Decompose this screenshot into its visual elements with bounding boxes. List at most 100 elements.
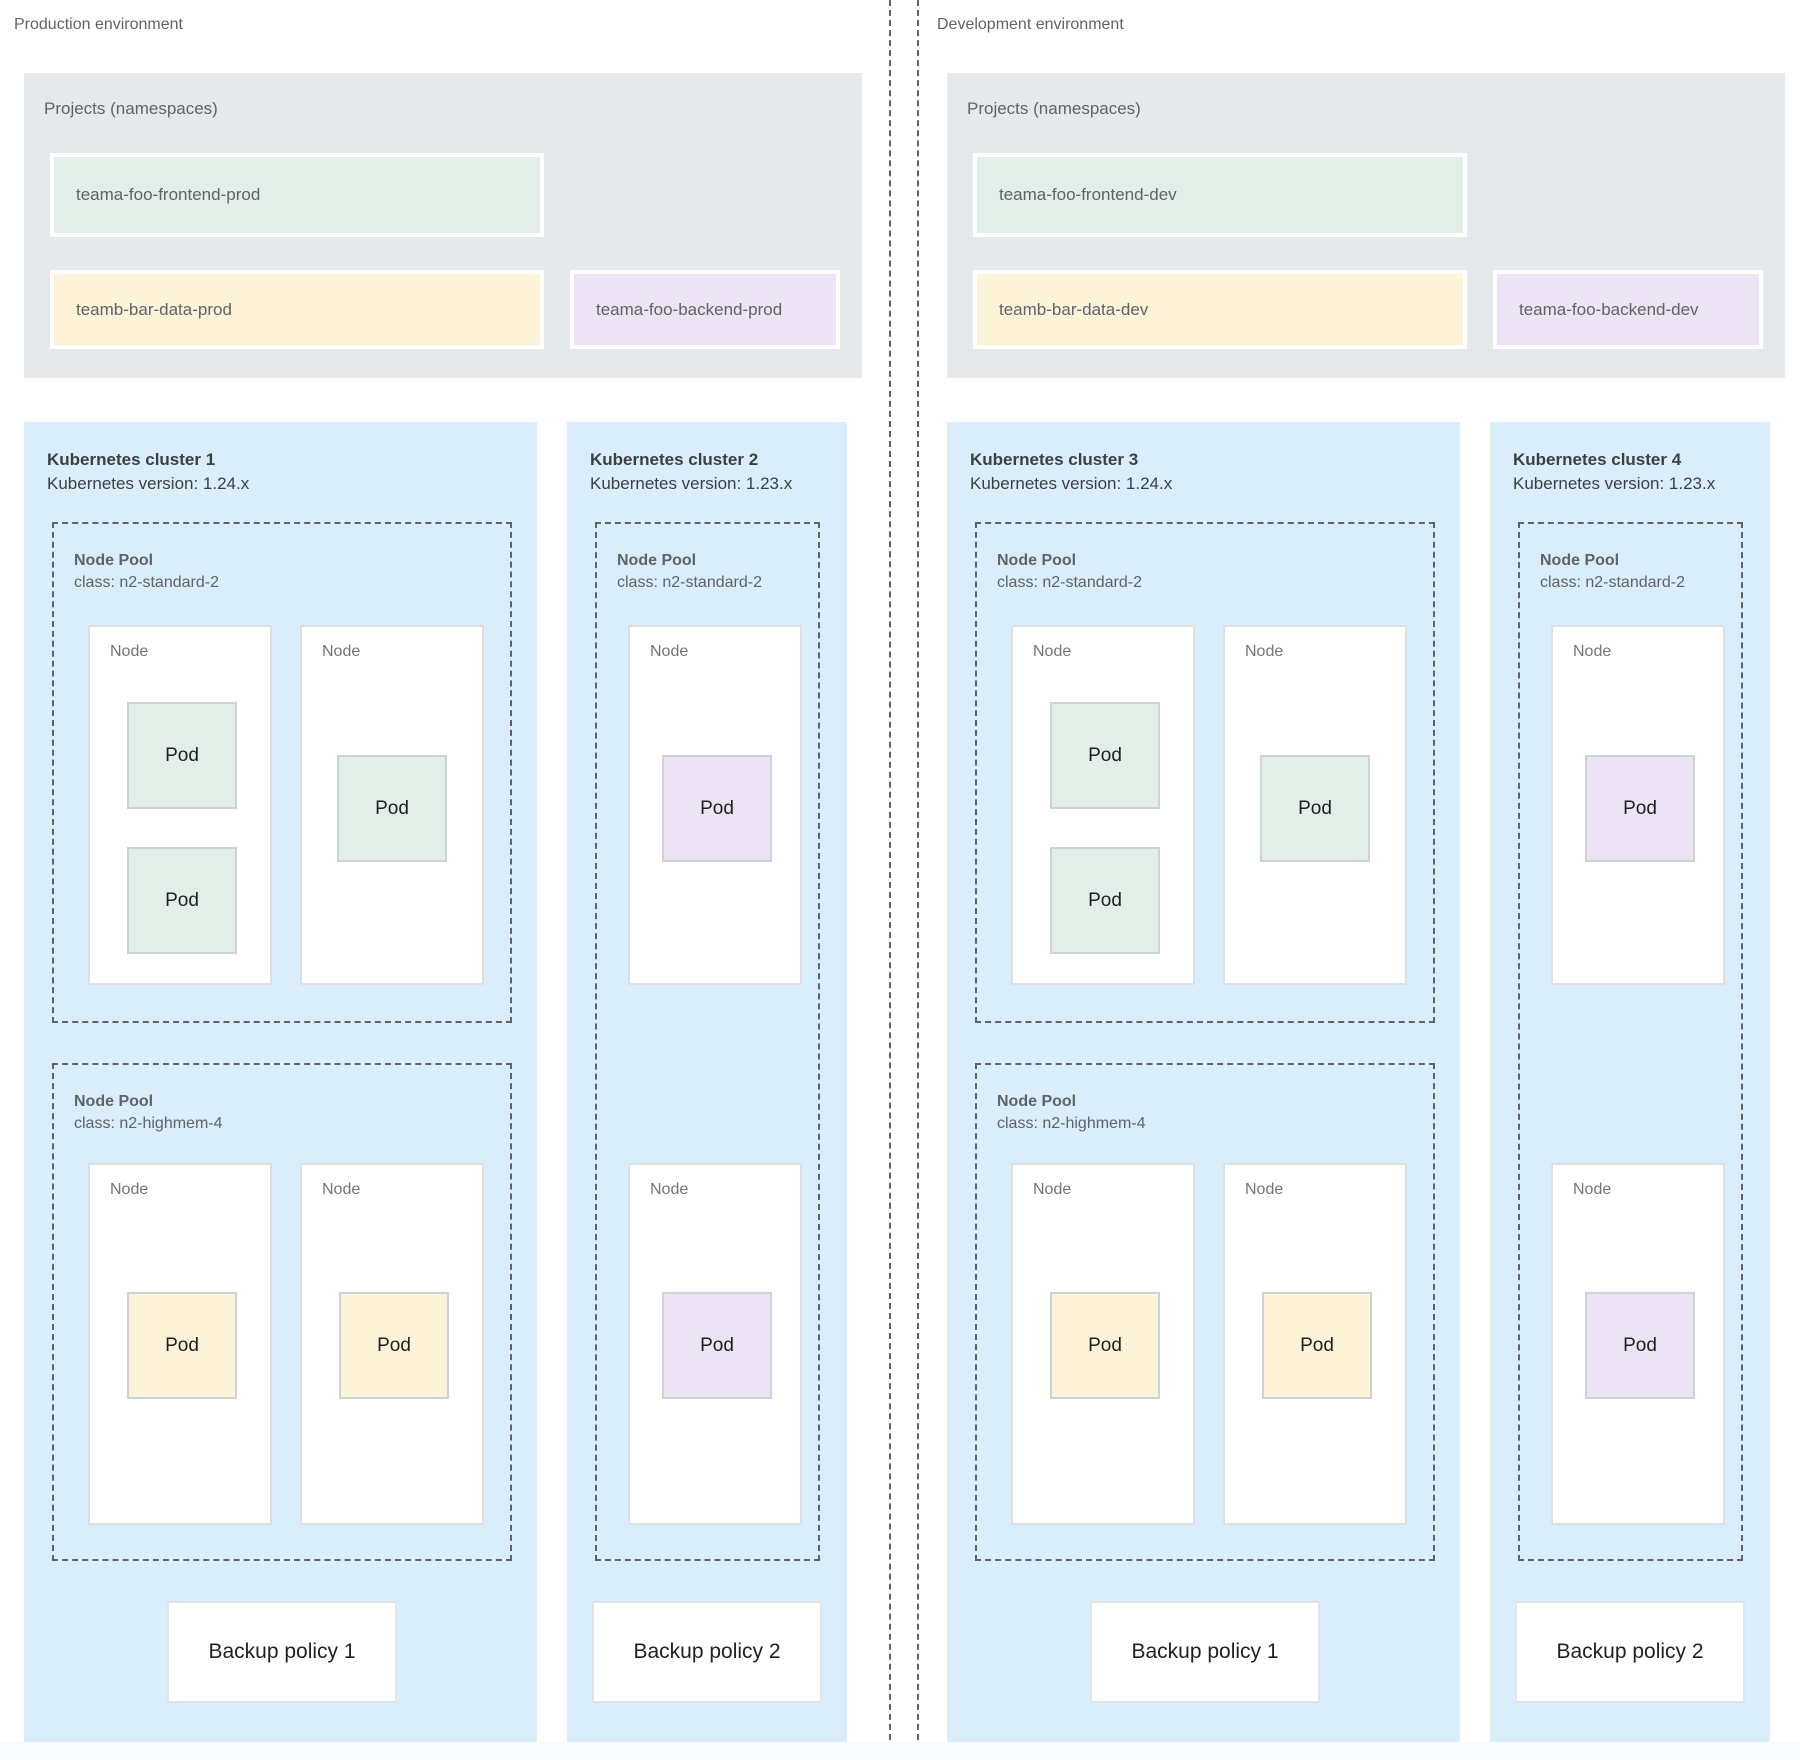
pod: Pod: [1050, 847, 1160, 954]
node-pool-title: Node Pool: [74, 1093, 154, 1110]
environment-title: Production environment: [14, 16, 183, 33]
cluster-title: Kubernetes cluster 3 Kubernetes version:…: [970, 448, 1172, 496]
pod-label: Pod: [165, 744, 199, 766]
node-label: Node: [1573, 643, 1612, 660]
node: Node Pod: [628, 1163, 802, 1525]
node-pool-title: Node Pool: [617, 552, 697, 569]
namespace-teama-foo-backend-dev: teama-foo-backend-dev: [1493, 270, 1763, 349]
node-pool-class: class: n2-standard-2: [617, 574, 762, 591]
projects-label: Projects (namespaces): [967, 99, 1141, 118]
projects-namespaces-container: Projects (namespaces) teama-foo-frontend…: [947, 73, 1785, 378]
cluster-version: Kubernetes version: 1.24.x: [970, 474, 1173, 493]
pod: Pod: [662, 755, 772, 862]
namespace-label: teamb-bar-data-prod: [76, 299, 232, 319]
pod-label: Pod: [1088, 744, 1122, 766]
node-pool-n2-standard-2: Node Pool class: n2-standard-2: [975, 522, 1435, 1023]
node-pool-n2-highmem-4: Node Pool class: n2-highmem-4: [52, 1063, 512, 1561]
cluster-title: Kubernetes cluster 2 Kubernetes version:…: [590, 448, 792, 496]
node-pool-label: Node Pool class: n2-highmem-4: [74, 1091, 223, 1135]
cluster-name: Kubernetes cluster 2: [590, 450, 759, 469]
namespace-teama-foo-frontend-dev: teama-foo-frontend-dev: [973, 153, 1467, 237]
backup-policy-label: Backup policy 1: [1131, 1640, 1279, 1663]
node-pool-label: Node Pool class: n2-standard-2: [617, 550, 762, 594]
node-label: Node: [110, 643, 149, 660]
node: Node Pod Pod: [1011, 625, 1195, 985]
backup-policy-1: Backup policy 1: [167, 1601, 397, 1703]
node-label: Node: [1245, 1181, 1284, 1198]
kubernetes-cluster-1: Kubernetes cluster 1 Kubernetes version:…: [24, 422, 537, 1742]
node-pool-class: class: n2-highmem-4: [997, 1115, 1146, 1132]
pod: Pod: [1050, 1292, 1160, 1399]
pod-label: Pod: [1088, 1334, 1122, 1356]
node-pool-class: class: n2-standard-2: [74, 574, 219, 591]
node: Node Pod Pod: [88, 625, 272, 985]
namespace-label: teamb-bar-data-dev: [999, 299, 1149, 319]
namespace-label: teama-foo-frontend-prod: [76, 185, 261, 204]
pod-label: Pod: [700, 1334, 734, 1356]
namespace-label: teama-foo-frontend-dev: [999, 185, 1177, 204]
pod-label: Pod: [165, 889, 199, 911]
backup-policy-2: Backup policy 2: [1515, 1601, 1745, 1703]
pod: Pod: [337, 755, 447, 862]
namespace-teama-foo-backend-prod: teama-foo-backend-prod: [570, 270, 840, 349]
cluster-version: Kubernetes version: 1.24.x: [47, 474, 250, 493]
namespace-teama-foo-frontend-prod: teama-foo-frontend-prod: [50, 153, 544, 237]
node-pool-n2-standard-2: Node Pool class: n2-standard-2: [595, 522, 820, 1561]
pod: Pod: [127, 847, 237, 954]
environment-separator-line: [889, 0, 891, 1760]
pod: Pod: [1262, 1292, 1372, 1399]
namespace-label: teama-foo-backend-prod: [596, 299, 783, 319]
node-pool-class: class: n2-standard-2: [997, 574, 1142, 591]
node: Node Pod: [300, 625, 484, 985]
backup-policy-2: Backup policy 2: [592, 1601, 822, 1703]
namespace-label: teama-foo-backend-dev: [1519, 299, 1699, 319]
pod-label: Pod: [700, 797, 734, 819]
backup-policy-1: Backup policy 1: [1090, 1601, 1320, 1703]
namespace-teamb-bar-data-dev: teamb-bar-data-dev: [973, 270, 1467, 349]
kubernetes-cluster-3: Kubernetes cluster 3 Kubernetes version:…: [947, 422, 1460, 1742]
node: Node Pod: [1551, 625, 1725, 985]
backup-policy-label: Backup policy 2: [633, 1640, 781, 1663]
node: Node Pod: [1011, 1163, 1195, 1525]
pod-label: Pod: [1300, 1334, 1334, 1356]
node-label: Node: [322, 643, 361, 660]
pod: Pod: [339, 1292, 449, 1399]
pod: Pod: [127, 1292, 237, 1399]
cluster-version: Kubernetes version: 1.23.x: [1513, 474, 1716, 493]
cluster-version: Kubernetes version: 1.23.x: [590, 474, 793, 493]
production-environment: Production environment Projects (namespa…: [12, 0, 864, 1760]
cluster-name: Kubernetes cluster 4: [1513, 450, 1682, 469]
pod-label: Pod: [375, 797, 409, 819]
node-pool-label: Node Pool class: n2-highmem-4: [997, 1091, 1146, 1135]
pod: Pod: [127, 702, 237, 809]
node-pool-label: Node Pool class: n2-standard-2: [74, 550, 219, 594]
pod-label: Pod: [165, 1334, 199, 1356]
node-label: Node: [650, 643, 689, 660]
node: Node Pod: [1223, 1163, 1407, 1525]
node-pool-n2-standard-2: Node Pool class: n2-standard-2: [52, 522, 512, 1023]
node-label: Node: [650, 1181, 689, 1198]
cluster-name: Kubernetes cluster 3: [970, 450, 1139, 469]
pod-label: Pod: [1298, 797, 1332, 819]
node-pool-label: Node Pool class: n2-standard-2: [1540, 550, 1685, 594]
pod-label: Pod: [1623, 797, 1657, 819]
development-environment: Development environment Projects (namesp…: [935, 0, 1787, 1760]
cluster-name: Kubernetes cluster 1: [47, 450, 216, 469]
node: Node Pod: [300, 1163, 484, 1525]
pod: Pod: [1585, 1292, 1695, 1399]
node-pool-n2-highmem-4: Node Pool class: n2-highmem-4: [975, 1063, 1435, 1561]
node-pool-n2-standard-2: Node Pool class: n2-standard-2: [1518, 522, 1743, 1561]
node-label: Node: [1573, 1181, 1612, 1198]
node-pool-class: class: n2-highmem-4: [74, 1115, 223, 1132]
pod: Pod: [1585, 755, 1695, 862]
environment-separator-line: [917, 0, 919, 1760]
pod: Pod: [1050, 702, 1160, 809]
pod-label: Pod: [1088, 889, 1122, 911]
node-label: Node: [1245, 643, 1284, 660]
kubernetes-cluster-4: Kubernetes cluster 4 Kubernetes version:…: [1490, 422, 1770, 1742]
projects-namespaces-container: Projects (namespaces) teama-foo-frontend…: [24, 73, 862, 378]
node: Node Pod: [1223, 625, 1407, 985]
backup-policy-label: Backup policy 2: [1556, 1640, 1704, 1663]
node-pool-title: Node Pool: [997, 552, 1077, 569]
projects-label: Projects (namespaces): [44, 99, 218, 118]
